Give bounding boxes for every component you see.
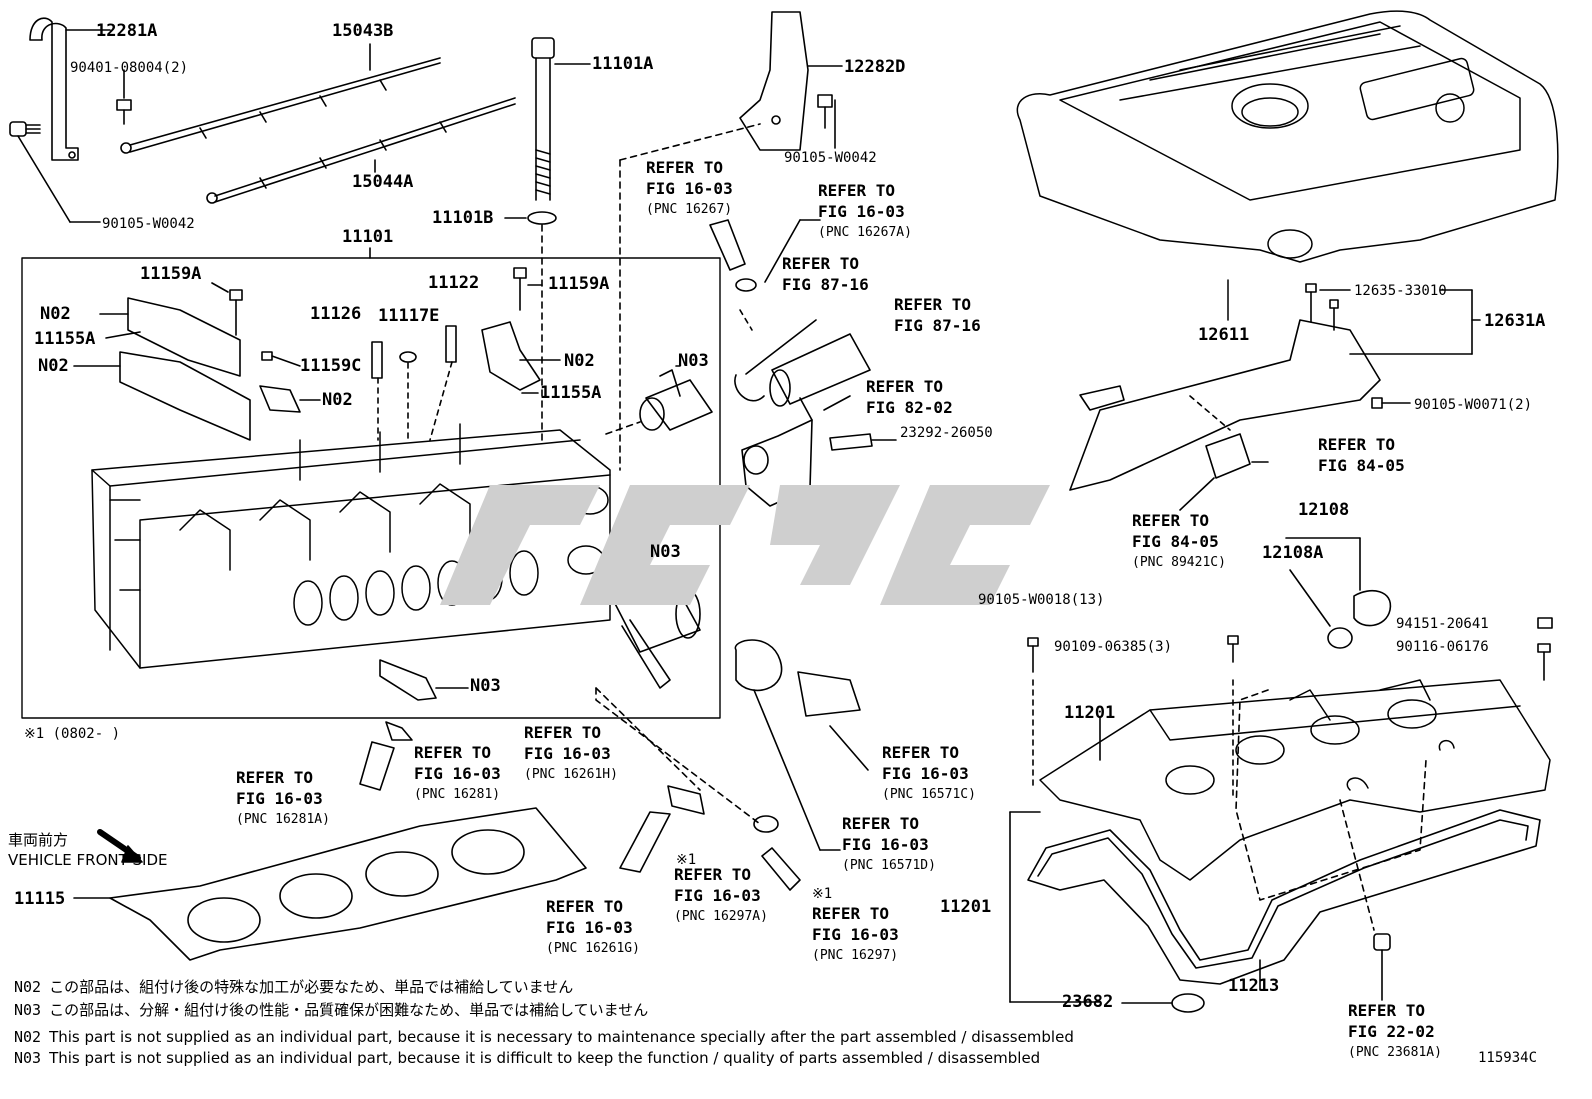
label-11201-top: 11201 bbox=[1064, 703, 1116, 723]
label-n03-3: N03 bbox=[470, 676, 501, 696]
label-11213: 11213 bbox=[1228, 976, 1280, 996]
label-90105-W0071: 90105-W0071(2) bbox=[1414, 397, 1533, 413]
label-12611: 12611 bbox=[1198, 325, 1250, 345]
label-12635-33010: 12635-33010 bbox=[1354, 283, 1447, 299]
cap-bolts bbox=[105, 267, 543, 441]
union-n03-bottom bbox=[379, 659, 469, 701]
label-12108: 12108 bbox=[1298, 500, 1350, 520]
stud-23292-26050 bbox=[829, 433, 897, 451]
label-star1-range: ※1 (0802- ) bbox=[24, 726, 121, 742]
engine-hanger-bracket-12281A bbox=[29, 17, 111, 161]
cover-gasket-11213 bbox=[1027, 809, 1541, 991]
label-n03-2: N03 bbox=[650, 542, 681, 562]
label-94151-20641: 94151-20641 bbox=[1396, 616, 1489, 632]
label-23682: 23682 bbox=[1062, 992, 1114, 1012]
label-11126: 11126 bbox=[310, 304, 362, 324]
label-90116-06176: 90116-06176 bbox=[1396, 639, 1489, 655]
label-12631A: 12631A bbox=[1484, 311, 1546, 331]
label-n02-1: N02 bbox=[40, 304, 71, 324]
glow-plug-connector-15044A bbox=[206, 97, 516, 204]
bolt-90401 bbox=[116, 69, 132, 125]
cylinder-head-11101 bbox=[91, 423, 611, 669]
label-11159C: 11159C bbox=[300, 356, 362, 376]
label-n02-4: N02 bbox=[564, 351, 595, 371]
hoses-and-clamps bbox=[709, 219, 871, 407]
head-gasket-11115 bbox=[73, 807, 587, 961]
label-90105-W0042-left: 90105-W0042 bbox=[102, 216, 195, 232]
label-star1-a: ※1 bbox=[676, 852, 697, 868]
label-15044A: 15044A bbox=[352, 172, 414, 192]
label-star1-b: ※1 bbox=[812, 886, 833, 902]
label-n02-2: N02 bbox=[38, 356, 69, 376]
label-12282D: 12282D bbox=[844, 57, 906, 77]
engine-hanger-bracket-12282D bbox=[619, 11, 843, 471]
label-11101B: 11101B bbox=[432, 208, 494, 228]
watermark-logo bbox=[440, 485, 1050, 605]
label-90105-W0018: 90105-W0018(13) bbox=[978, 592, 1105, 608]
label-90401: 90401-08004(2) bbox=[70, 60, 189, 76]
callout-lines-right bbox=[1009, 689, 1427, 1013]
cover-bolts bbox=[1027, 617, 1553, 801]
bracket-12631A bbox=[1069, 283, 1481, 511]
label-n03-1: N03 bbox=[678, 351, 709, 371]
label-90105-W0042-right: 90105-W0042 bbox=[784, 150, 877, 166]
label-23292-26050: 23292-26050 bbox=[900, 425, 993, 441]
lower-hoses bbox=[359, 639, 869, 891]
cylinder-head-cover-11201 bbox=[1039, 679, 1551, 881]
label-n02-3: N02 bbox=[322, 390, 353, 410]
oil-filler-cap-12108 bbox=[1285, 537, 1392, 649]
label-11101A: 11101A bbox=[592, 54, 654, 74]
label-90109-06385: 90109-06385(3) bbox=[1054, 639, 1173, 655]
label-11101: 11101 bbox=[342, 227, 394, 247]
label-11117E: 11117E bbox=[378, 306, 440, 326]
glow-plug-connector-15043B bbox=[120, 43, 441, 154]
vehicle-front-en: VEHICLE FRONT SIDE bbox=[8, 851, 168, 869]
camshaft-bearing-caps bbox=[73, 297, 561, 441]
vehicle-front-jp: 車両前方 bbox=[8, 831, 69, 849]
label-12108A: 12108A bbox=[1262, 543, 1324, 563]
label-15043B: 15043B bbox=[332, 21, 394, 41]
vehicle-front-marker: 車両前方 VEHICLE FRONT SIDE bbox=[8, 830, 168, 870]
head-bolt-11101A bbox=[504, 37, 591, 446]
bolt-90105-W0042-left bbox=[9, 121, 101, 223]
label-11115: 11115 bbox=[14, 889, 66, 909]
water-outlet-n03-upper bbox=[605, 365, 713, 435]
label-11155A-left: 11155A bbox=[34, 329, 96, 349]
label-11155A-right: 11155A bbox=[540, 383, 602, 403]
label-11201-side: 11201 bbox=[940, 897, 992, 917]
bolt-90105-W0042-right bbox=[817, 94, 836, 149]
figure-code: 115934C bbox=[1478, 1050, 1538, 1066]
label-11122: 11122 bbox=[428, 273, 480, 293]
engine-cover-12611 bbox=[1016, 10, 1559, 321]
label-12281A: 12281A bbox=[96, 21, 158, 41]
label-11159A-right: 11159A bbox=[548, 274, 610, 294]
label-11159A-left: 11159A bbox=[140, 264, 202, 284]
